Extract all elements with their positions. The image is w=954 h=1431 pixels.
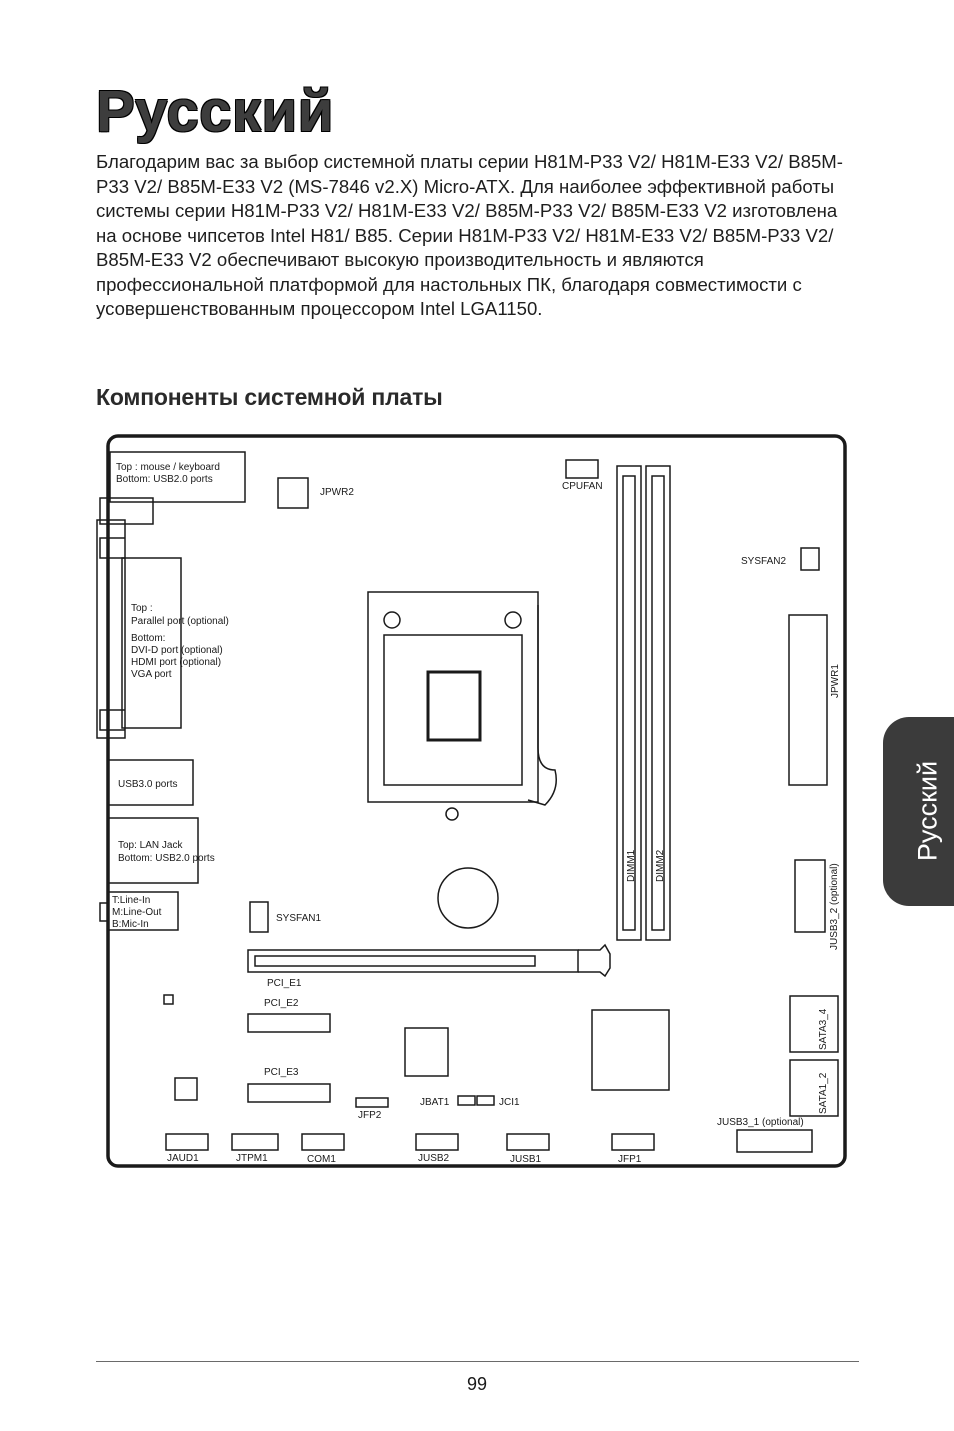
jci1-jumper [476, 1095, 495, 1106]
ps2-io-bracket [99, 497, 154, 525]
jusb2-label: JUSB2 [418, 1153, 450, 1164]
io-usb3-label: USB3.0 ports [118, 779, 177, 790]
dimm1-slot [616, 465, 642, 941]
section-heading: Компоненты системной платы [96, 384, 443, 410]
cpufan-label: CPUFAN [562, 481, 603, 492]
jaud1-header [165, 1133, 209, 1151]
socket-screw-bottom [445, 807, 459, 821]
jfp2-header [355, 1097, 389, 1108]
com1-header [301, 1133, 345, 1151]
pci-e1-slot [247, 949, 579, 973]
jusb3-2-label: JUSB3_2 (optional) [829, 863, 840, 950]
jci1-label: JCI1 [499, 1097, 520, 1108]
cmos-battery [437, 867, 499, 929]
sata3-4-label: SATA3_4 [818, 1008, 829, 1050]
usb3-io-block [107, 759, 194, 806]
intro-paragraph: Благодарим вас за выбор системной платы … [96, 151, 843, 319]
dimm1-label: DIMM1 [626, 849, 637, 882]
jfp1-header [611, 1133, 655, 1151]
pci-e3-label: PCI_E3 [264, 1067, 299, 1078]
language-side-tab: Русский [883, 717, 954, 906]
sata1-2-connector [789, 1059, 839, 1117]
jusb3-1-label: JUSB3_1 (optional) [717, 1117, 804, 1128]
jpwr1-connector [788, 614, 828, 786]
board-outline [106, 434, 847, 1168]
jusb2-header [415, 1133, 459, 1151]
dimm2-slot-inner [651, 475, 665, 931]
dimm2-label: DIMM2 [655, 849, 666, 882]
motherboard-diagram: Top : mouse / keyboard Bottom: USB2.0 po… [96, 434, 847, 1168]
cpufan-connector [565, 459, 599, 479]
jbat1-label: JBAT1 [420, 1097, 450, 1108]
jfp1-label: JFP1 [618, 1154, 642, 1165]
super-io-chip [404, 1027, 449, 1077]
cpu-socket-inner [383, 634, 523, 786]
socket-lever [527, 605, 557, 806]
cpu-socket-die [426, 670, 482, 742]
jusb1-label: JUSB1 [510, 1154, 542, 1165]
dimm2-slot [645, 465, 671, 941]
page-title: Русский [96, 79, 334, 144]
sysfan1-label: SYSFAN1 [276, 913, 321, 924]
jbat1-jumper [457, 1095, 476, 1106]
pci-e2-slot [247, 1013, 331, 1033]
pci-e1-clip [578, 943, 611, 978]
jpwr1-label: JPWR1 [830, 664, 841, 698]
page-number: 99 [466, 1374, 488, 1394]
lan-io-block [107, 817, 199, 884]
sata1-2-label: SATA1_2 [818, 1072, 829, 1114]
pch-chip [591, 1009, 670, 1091]
socket-screw-right [504, 611, 522, 629]
jaud1-label: JAUD1 [167, 1153, 199, 1164]
audio-jack-bump [99, 902, 109, 922]
pci-e1-label: PCI_E1 [267, 978, 302, 989]
io-chip [174, 1077, 198, 1101]
pci-e1-slot-inner [254, 955, 536, 967]
vga-port-body [99, 537, 125, 731]
sata3-4-connector [789, 995, 839, 1053]
ps2-usb-io-block [109, 451, 246, 503]
sysfan1-connector [249, 901, 269, 933]
io-parallel-label: Top : Parallel port (optional) Bottom: D… [131, 603, 232, 680]
jusb1-header [506, 1133, 550, 1151]
dimm1-slot-inner [622, 475, 636, 931]
small-square-marker [163, 994, 174, 1005]
io-audio-label: T:Line-In M:Line-Out B:Mic-In [112, 895, 164, 930]
jusb3-2-connector [794, 859, 826, 933]
jusb3-1-connector [736, 1129, 813, 1153]
pci-e2-label: PCI_E2 [264, 998, 299, 1009]
jtpm1-label: JTPM1 [236, 1153, 268, 1164]
socket-screw-left [383, 611, 401, 629]
parallel-video-io-block [121, 557, 182, 729]
jfp2-label: JFP2 [358, 1110, 382, 1121]
footer-rule [96, 1361, 859, 1362]
jtpm1-header [231, 1133, 279, 1151]
pci-e3-slot [247, 1083, 331, 1103]
sysfan2-label: SYSFAN2 [741, 556, 786, 567]
sysfan2-connector [800, 547, 820, 571]
jpwr2-connector [277, 477, 309, 509]
vga-port-shell [96, 519, 126, 739]
com1-label: COM1 [307, 1154, 336, 1165]
io-lan-label: Top: LAN Jack Bottom: USB2.0 ports [118, 840, 215, 864]
io-ps2-label: Top : mouse / keyboard Bottom: USB2.0 po… [116, 462, 223, 485]
cpu-socket-frame [367, 591, 539, 803]
jpwr2-label: JPWR2 [320, 487, 354, 498]
